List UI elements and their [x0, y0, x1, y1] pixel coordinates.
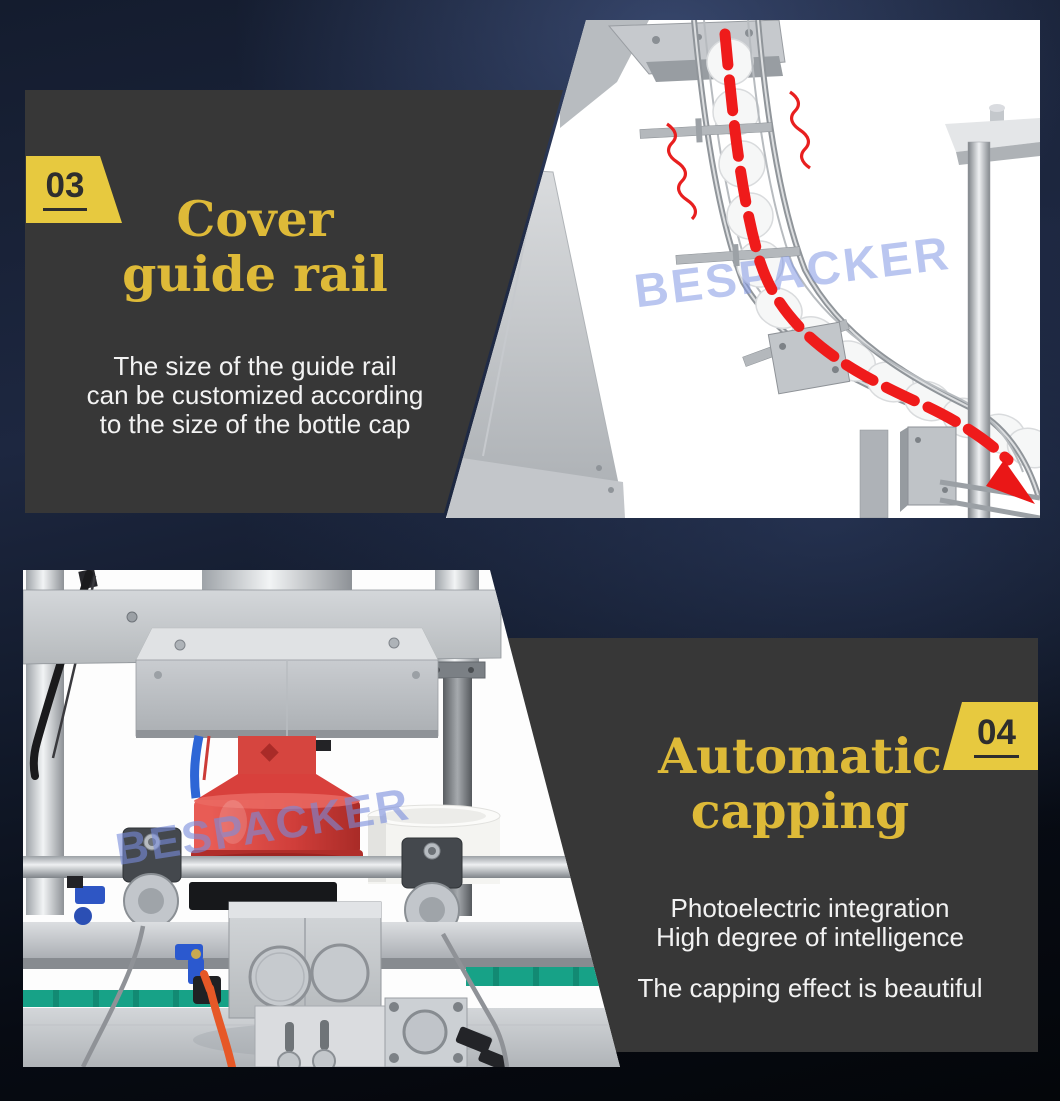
title-line-1: Cover	[176, 190, 334, 248]
pneumatic-block	[193, 902, 493, 1067]
section-04-description-2: The capping effect is beautiful	[610, 974, 1010, 1003]
title-line-1: Automatic	[658, 727, 942, 785]
desc-line: to the size of the bottle cap	[99, 409, 411, 439]
red-tube	[204, 736, 209, 780]
guide-rail-tube	[23, 856, 620, 878]
section-03-title: Cover guide rail	[40, 192, 470, 302]
desc-line: Photoelectric integration	[670, 893, 950, 923]
section-04-number: 04	[974, 715, 1019, 758]
support-post	[968, 142, 990, 518]
guide-rail-photo: BESPACKER	[441, 20, 1040, 518]
clamp-left	[123, 828, 181, 928]
crossbars	[639, 115, 956, 518]
desc-line: The capping effect is beautiful	[637, 973, 983, 1003]
desc-line: can be customized according	[86, 380, 424, 410]
vibration-marks	[667, 92, 810, 219]
capping-machine-photo: BESPACKER	[23, 570, 620, 1067]
desc-line: The size of the guide rail	[113, 351, 397, 381]
section-03-number: 03	[42, 168, 88, 211]
section-04-number-badge: 04	[943, 702, 1038, 770]
section-03-description: The size of the guide rail can be custom…	[30, 352, 480, 439]
gearbox	[136, 628, 438, 738]
blue-tube	[195, 736, 199, 798]
section-04-description: Photoelectric integration High degree of…	[610, 894, 1010, 952]
desc-line: High degree of intelligence	[656, 922, 964, 952]
title-line-2: capping	[690, 782, 910, 840]
orange-tube	[204, 974, 232, 1067]
flow-arrow	[725, 34, 1035, 504]
section-04-title: Automatic capping	[600, 729, 1000, 839]
title-line-2: guide rail	[122, 245, 388, 303]
sensor-cable-right	[443, 934, 507, 1067]
green-belt	[23, 967, 620, 1007]
fittings	[67, 876, 513, 1067]
sensor-cable-left	[83, 926, 143, 1067]
